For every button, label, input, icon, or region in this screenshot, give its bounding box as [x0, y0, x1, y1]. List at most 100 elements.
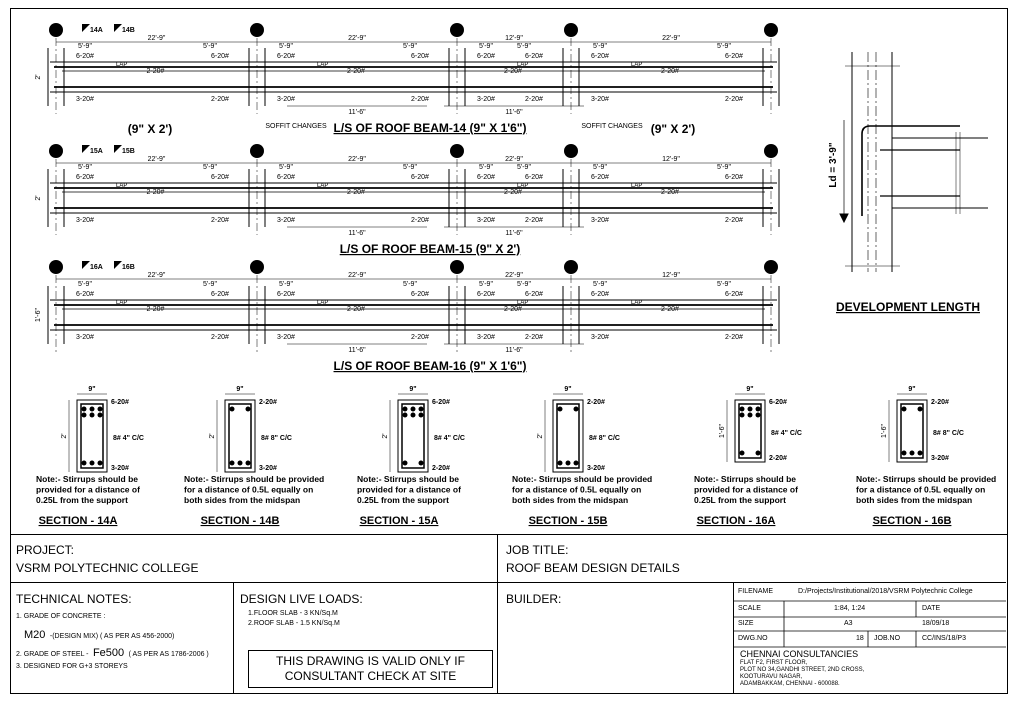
- design-loads-label: DESIGN LIVE LOADS:: [240, 592, 363, 606]
- project-label: PROJECT:: [16, 543, 75, 557]
- dim-left-b16-1: 5'-9": [203, 281, 217, 288]
- soffit-note-left: SOFFIT CHANGES: [265, 123, 327, 130]
- column-b15-0: G1: [51, 148, 62, 157]
- column-b15-3: G7: [566, 148, 577, 157]
- column-b14-1: F2: [252, 27, 262, 36]
- beam-title-b15: L/S OF ROOF BEAM-15 (9" X 2'): [340, 242, 521, 256]
- size-value: A3: [844, 620, 853, 627]
- section-3: 9"2'2-20#8# 8" C/C3-20#Note:- Stirrups s…: [512, 386, 652, 527]
- dim-left-b16-4: 5'-9": [717, 281, 731, 288]
- section-depth-3: 2': [537, 433, 544, 438]
- bar-top-left-b15-2: 6-20#: [411, 174, 429, 181]
- dim-b16-3: 5'-9": [593, 281, 607, 288]
- column-b16-2: H4: [452, 264, 463, 273]
- span-b15-1: 22'-9": [348, 156, 366, 163]
- scale-label: SCALE: [738, 605, 761, 612]
- bar-bottom-b16-2: 3-20#: [477, 334, 495, 341]
- section-stirrup-5: 8# 8" C/C: [933, 430, 964, 437]
- bar-bottom-left-b15-3: 2-20#: [525, 217, 543, 224]
- section-depth-0: 2': [61, 433, 68, 438]
- address-4: ADAMBAKKAM, CHENNAI - 600088.: [740, 681, 840, 687]
- section-mark-a-b15: 15A: [90, 148, 103, 155]
- dim-116-b15-2: 11'-6": [505, 230, 523, 237]
- section-depth-5: 1'-6": [881, 424, 888, 438]
- soffit-note-right: SOFFIT CHANGES: [581, 123, 643, 130]
- section-title-2: SECTION - 15A: [360, 515, 439, 527]
- bar-top-b16-0: 6-20#: [76, 291, 94, 298]
- section-title-4: SECTION - 16A: [697, 515, 776, 527]
- bar-top-b15-2: 6-20#: [477, 174, 495, 181]
- steel-grade-rest: ( AS PER AS 1786-2006 ): [128, 651, 209, 658]
- column-b14-0: F1: [51, 27, 61, 36]
- bar-top-left-b15-1: 6-20#: [211, 174, 229, 181]
- beam-b16: H16-20#3-20#5'-9"H26-20#3-20#5'-9"6-20#2…: [35, 260, 780, 373]
- ld-label: Ld = 3'-9": [828, 142, 839, 187]
- section-mark-b-b15: 15B: [122, 148, 135, 155]
- column-b14-4: F8: [766, 27, 776, 36]
- note-storeys: 3. DESIGNED FOR G+3 STOREYS: [16, 663, 128, 670]
- date-value: 18/09/18: [922, 620, 950, 627]
- section-mark-b-b16: 16B: [122, 264, 135, 271]
- date-label: DATE: [922, 605, 941, 612]
- dim-b15-2: 5'-9": [479, 164, 493, 171]
- bar-bottom-left-b14-3: 2-20#: [525, 96, 543, 103]
- lap-b15-1: LAP: [317, 183, 328, 189]
- bar-mid-b14-2: 2-20#: [504, 68, 522, 75]
- technical-notes: TECHNICAL NOTES: 1. GRADE OF CONCRETE : …: [10, 583, 234, 693]
- dim-116-b16-1: 11'-6": [348, 347, 366, 354]
- depth-b16: 1'-6": [35, 308, 42, 322]
- bar-bottom-left-b14-1: 2-20#: [211, 96, 229, 103]
- bar-top-b14-0: 6-20#: [76, 53, 94, 60]
- section-width-2: 9": [409, 386, 416, 393]
- bar-top-left-b15-3: 6-20#: [525, 174, 543, 181]
- span-b14-0: 22'-9": [148, 35, 166, 42]
- section-0: 9"2'6-20#8# 4" C/C3-20#Note:- Stirrups s…: [36, 386, 144, 527]
- section-bottom-bars-4: 2-20#: [769, 455, 787, 462]
- beam-drawings: F1 6-20# 3-20# 5'-9" F2 6-20# 3-20# 5'-9" 6-20# 2…: [35, 23, 996, 527]
- section-4: 9"1'-6"6-20#8# 4" C/C2-20#Note:- Stirrup…: [694, 386, 802, 527]
- bar-top-left-b16-4: 6-20#: [725, 291, 743, 298]
- bar-bottom-b15-3: 3-20#: [591, 217, 609, 224]
- address-2: PLOT NO 34,GANDHI STREET, 2ND CROSS,: [740, 667, 865, 673]
- bar-bottom-left-b14-2: 2-20#: [411, 96, 429, 103]
- bar-top-left-b14-4: 6-20#: [725, 53, 743, 60]
- section-title-0: SECTION - 14A: [39, 515, 118, 527]
- span-b16-2: 22'-9": [505, 272, 523, 279]
- section-title-5: SECTION - 16B: [873, 515, 952, 527]
- bar-bottom-left-b15-4: 2-20#: [725, 217, 743, 224]
- bar-top-left-b16-1: 6-20#: [211, 291, 229, 298]
- dim-116-b15-1: 11'-6": [348, 230, 366, 237]
- builder-label: BUILDER:: [506, 592, 562, 606]
- technical-notes-label: TECHNICAL NOTES:: [16, 592, 132, 606]
- section-depth-1: 2': [209, 433, 216, 438]
- bar-top-left-b14-1: 6-20#: [211, 53, 229, 60]
- design-loads: DESIGN LIVE LOADS: 1.FLOOR SLAB - 3 KN/S…: [234, 583, 498, 693]
- section-stirrup-0: 8# 4" C/C: [113, 435, 144, 442]
- dim-left-b15-3: 5'-9": [517, 164, 531, 171]
- dim-b14-1: 5'-9": [279, 43, 293, 50]
- bar-top-left-b14-2: 6-20#: [411, 53, 429, 60]
- dim-left-b15-4: 5'-9": [717, 164, 731, 171]
- dim-b14-2: 5'-9": [479, 43, 493, 50]
- lap-b14-1: LAP: [317, 62, 328, 68]
- load-floor: 1.FLOOR SLAB - 3 KN/Sq.M: [248, 610, 338, 617]
- size-label: SIZE: [738, 620, 754, 627]
- development-length-title: DEVELOPMENT LENGTH: [836, 300, 980, 314]
- note-steel-line: 2. GRADE OF STEEL - Fe500 ( AS PER AS 17…: [16, 643, 209, 661]
- span-b15-3: 12'-9": [662, 156, 680, 163]
- dim-b15-0: 5'-9": [78, 164, 92, 171]
- lap-b15-2: LAP: [517, 183, 528, 189]
- column-b16-0: H1: [51, 264, 62, 273]
- drawing-info: FILENAME D:/Projects/Institutional/2018/…: [734, 583, 1006, 693]
- builder-cell: BUILDER:: [498, 583, 734, 693]
- section-width-3: 9": [564, 386, 571, 393]
- dim-116-b14-2: 11'-6": [505, 109, 523, 116]
- note-concrete-grade-line: M20 -(DESIGN MIX) ( AS PER AS 456-2000): [24, 625, 174, 643]
- dim-b16-0: 5'-9": [78, 281, 92, 288]
- bar-bottom-b14-0: 3-20#: [76, 96, 94, 103]
- lap-b15-0: LAP: [116, 183, 127, 189]
- bar-mid-b15-1: 2-20#: [347, 189, 365, 196]
